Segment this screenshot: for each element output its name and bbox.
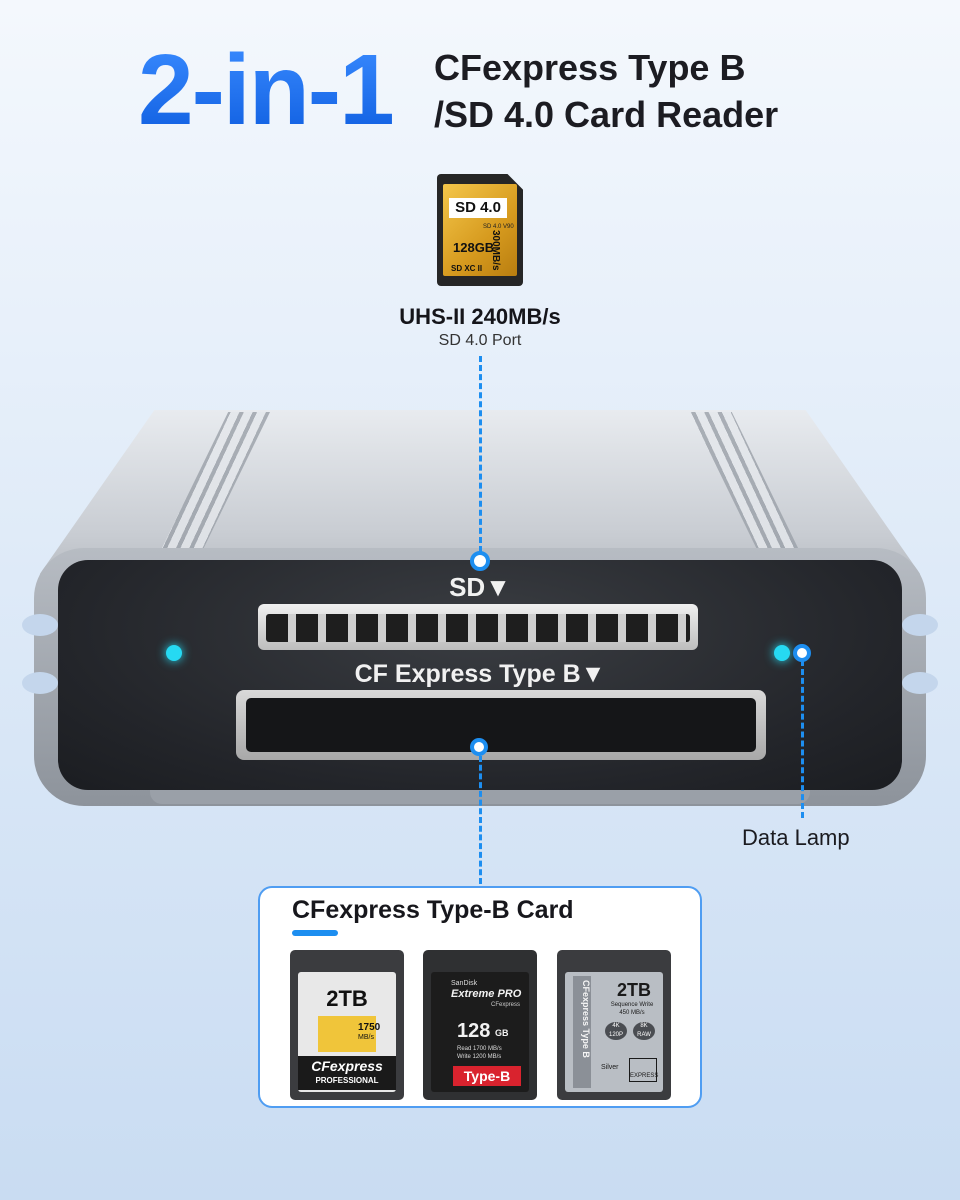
data-lamp-label: Data Lamp xyxy=(742,825,850,850)
cards-panel-accent-bar xyxy=(292,930,338,936)
cf-card-2-type: Type-B xyxy=(453,1066,521,1086)
lamp-callout-line xyxy=(801,660,804,818)
sd-slot[interactable] xyxy=(258,604,698,650)
sd-card-image: SD 4.0 SD 4.0 V90 128GB 300MB/s SD XC II xyxy=(437,174,523,286)
cf-card-3-capacity: 2TB xyxy=(616,980,651,1000)
cf-card-3-tier: Silver xyxy=(601,1064,619,1071)
cf-card-2-label: SanDisk Extreme PRO CFexpress 128 GB Rea… xyxy=(431,972,529,1092)
cf-card-1: 2TB 1750 MB/s CFexpress PROFESSIONAL xyxy=(290,950,404,1100)
cf-card-2-capacity: 128 xyxy=(457,1020,491,1042)
cf-card-2-line: Extreme PRO xyxy=(451,988,522,1000)
cf-card-3-write-speed: 450 MB/s xyxy=(619,1010,645,1016)
cf-card-2: SanDisk Extreme PRO CFexpress 128 GB Rea… xyxy=(423,950,537,1100)
housing-notch xyxy=(902,672,938,694)
housing-notch xyxy=(22,672,58,694)
cf-card-3-badge2: 8K RAW xyxy=(633,1022,655,1040)
sd-card-label: SD 4.0 SD 4.0 V90 128GB 300MB/s SD XC II xyxy=(443,184,517,276)
sd-slot-pins xyxy=(266,614,690,642)
cf-callout-marker xyxy=(470,738,488,756)
cf-card-3-badge1: 4K 120P xyxy=(605,1022,627,1040)
sd-callout-marker xyxy=(470,551,490,571)
cf-card-1-capacity: 2TB xyxy=(326,986,368,1011)
cf-card-3: CFexpress Type B 2TB Sequence Write 450 … xyxy=(557,950,671,1100)
sd-card-speed: 300MB/s xyxy=(490,230,501,271)
cf-slot-label: CF Express Type B▼ xyxy=(354,660,606,688)
cf-card-3-write-label: Sequence Write xyxy=(610,1002,654,1008)
cf-card-3-side-text: CFexpress Type B xyxy=(581,980,591,1058)
cf-card-1-tier: PROFESSIONAL xyxy=(315,1076,379,1085)
cf-callout-line xyxy=(479,756,482,884)
cf-card-1-speed-unit: MB/s xyxy=(358,1034,374,1041)
sd-slot-label: SD▼ xyxy=(449,572,511,602)
data-led-icon xyxy=(774,645,790,661)
sd-card-class: SD 4.0 V90 xyxy=(483,224,514,230)
cf-card-1-speed: 1750 xyxy=(358,1022,381,1033)
cf-card-2-write: Write 1200 MB/s xyxy=(457,1054,502,1060)
cf-card-3-strip xyxy=(573,976,591,1088)
cf-card-2-read: Read 1700 MB/s xyxy=(457,1046,502,1052)
cf-slot-opening xyxy=(246,698,756,752)
headline-2in1: 2-in-1 xyxy=(138,34,395,146)
cards-panel-title: CFexpress Type-B Card xyxy=(292,896,574,924)
headline-line2: /SD 4.0 Card Reader xyxy=(434,94,779,135)
cf-card-3-label: CFexpress Type B 2TB Sequence Write 450 … xyxy=(565,972,663,1092)
power-led-icon xyxy=(166,645,182,661)
cf-slot[interactable] xyxy=(236,690,766,760)
cf-card-3-logo: EXPRESS xyxy=(629,1058,658,1082)
sd-callout-line xyxy=(479,356,482,552)
cf-card-2-format: CFexpress xyxy=(491,1002,521,1008)
cf-card-1-band xyxy=(298,1056,396,1090)
cf-card-2-capacity-unit: GB xyxy=(495,1028,509,1038)
sd-port-subtitle: SD 4.0 Port xyxy=(438,332,522,349)
cf-card-1-label: 2TB 1750 MB/s CFexpress PROFESSIONAL xyxy=(298,972,396,1092)
cf-card-1-brand: CFexpress xyxy=(311,1058,383,1074)
sd-card-badge: SD 4.0 xyxy=(449,198,507,218)
sd-card-capacity: 128GB xyxy=(453,240,495,255)
housing-notch xyxy=(22,614,58,636)
cf-card-1-logo-block xyxy=(318,1016,376,1052)
housing-notch xyxy=(902,614,938,636)
cf-card-2-maker: SanDisk xyxy=(451,980,478,987)
headline-line1: CFexpress Type B xyxy=(434,47,746,88)
lamp-callout-marker xyxy=(793,644,811,662)
sd-card-logo: SD XC II xyxy=(451,264,483,273)
sd-port-title: UHS-II 240MB/s xyxy=(399,304,561,329)
